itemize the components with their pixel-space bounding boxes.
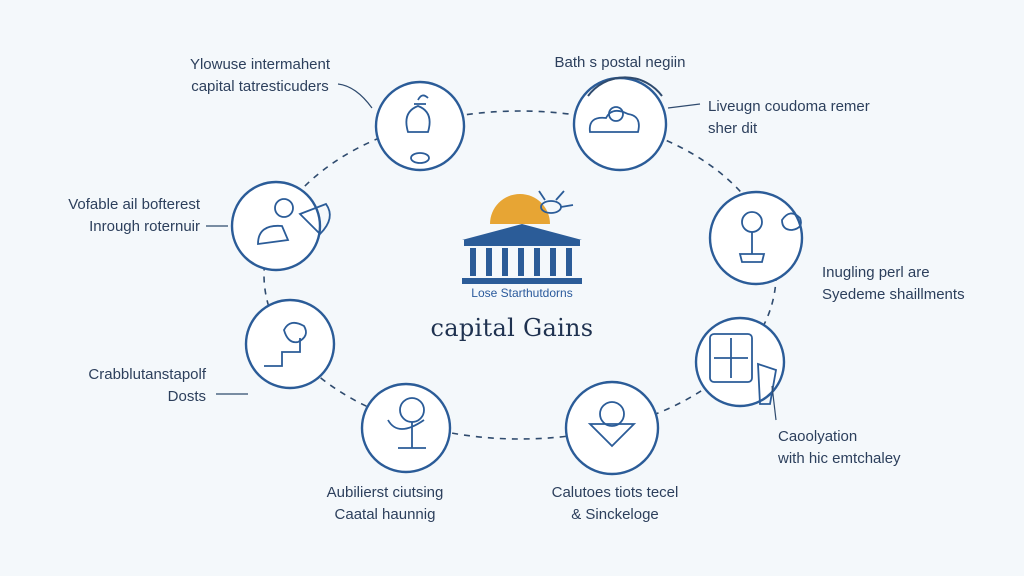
calculator-icon xyxy=(709,333,778,405)
node-circle-8 xyxy=(230,180,331,272)
node-circle-1 xyxy=(374,80,466,172)
node-circle-3 xyxy=(708,190,804,286)
trophy-stand-icon xyxy=(387,397,426,449)
node-label-7: Aubilierst ciutsing Caatal haunnig xyxy=(326,484,444,523)
node-circle-4 xyxy=(694,316,786,408)
node-circle-2 xyxy=(572,76,668,172)
node-circle-6 xyxy=(360,382,452,474)
diagram-title: capital Gains xyxy=(430,314,594,342)
bank-building-icon xyxy=(462,224,582,284)
node-label-1: Ylowuse intermahent capital tatresticude… xyxy=(189,56,331,95)
center-building-label: Lose Starthutdorns xyxy=(471,286,573,300)
node-label-5: Caoolyation with hic emtchaley xyxy=(778,428,901,467)
down-arrow-coin-icon xyxy=(587,401,637,448)
node-label-4: Inugling perl are Syedeme shaillments xyxy=(822,264,965,303)
sun-arc xyxy=(490,194,550,224)
node-label-6: Calutoes tiots tecel & Sinckeloge xyxy=(551,484,679,523)
node-label-9: Vofable ail bofterest Inrough roternuir xyxy=(68,196,200,235)
node-circle-7 xyxy=(244,298,336,390)
node-label-2: Bath s postal negiin xyxy=(554,54,686,71)
node-circle-5 xyxy=(564,380,660,476)
bird-icon xyxy=(538,190,574,214)
node-label-8: Crabblutanstapolf Dosts xyxy=(88,366,206,405)
plant-pot-icon xyxy=(738,211,802,263)
cloud-gear-icon xyxy=(588,106,640,133)
person-with-bag-icon xyxy=(405,94,431,164)
leader-lines xyxy=(206,83,777,421)
node-label-3: Liveugn coudoma remer sher dit xyxy=(708,98,870,137)
stairs-chart-icon xyxy=(264,321,307,367)
person-chart-icon xyxy=(257,198,331,246)
